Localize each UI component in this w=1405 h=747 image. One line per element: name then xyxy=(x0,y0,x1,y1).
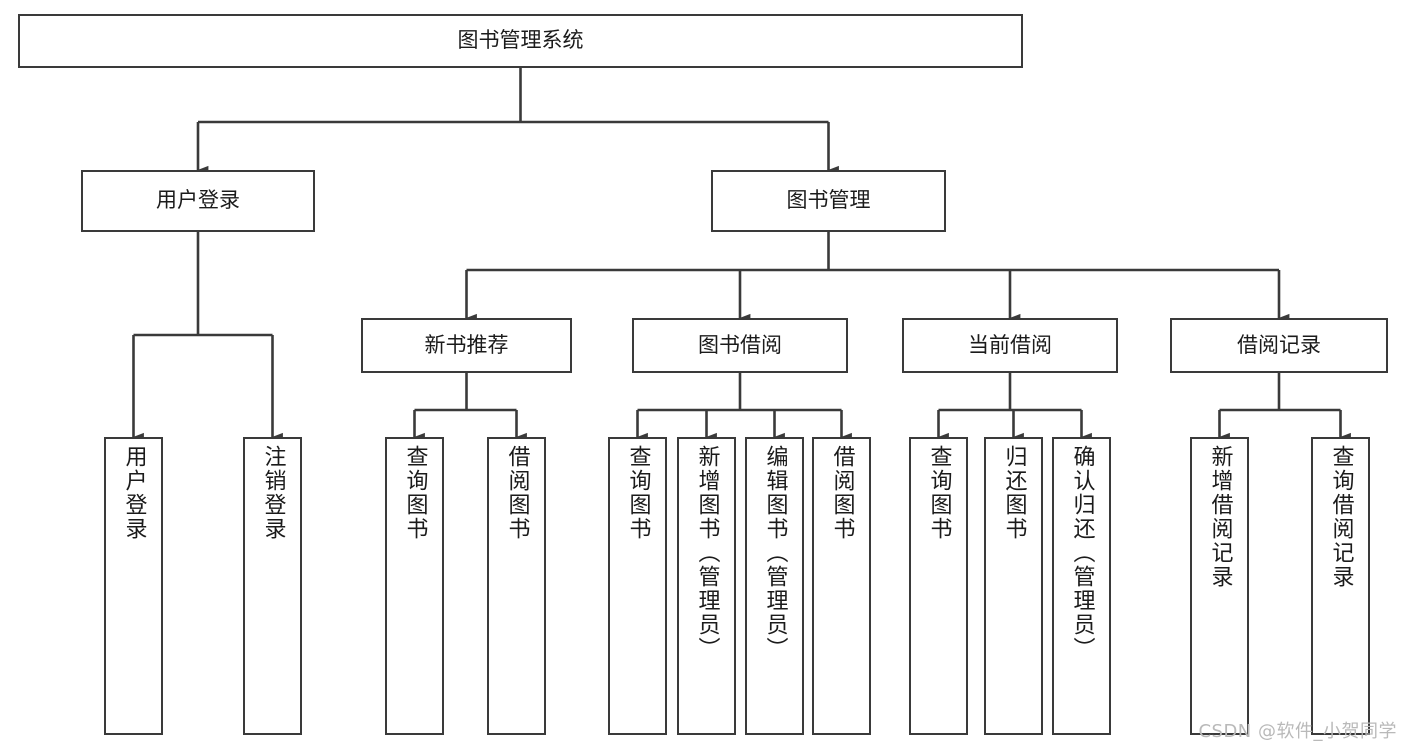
node-label: 新增借阅记录 xyxy=(1207,445,1233,589)
node-l12[interactable]: 新增借阅记录 xyxy=(1190,437,1249,735)
node-l3[interactable]: 查询图书 xyxy=(385,437,444,735)
node-label: 确认归还（管理员） xyxy=(1069,445,1095,661)
node-l13[interactable]: 查询借阅记录 xyxy=(1311,437,1370,735)
node-label: 查询借阅记录 xyxy=(1328,445,1354,589)
node-l10[interactable]: 归还图书 xyxy=(984,437,1043,735)
node-label: 注销登录 xyxy=(260,445,286,541)
node-label: 借阅图书 xyxy=(504,445,530,541)
node-label: 归还图书 xyxy=(1001,445,1027,541)
node-l4[interactable]: 借阅图书 xyxy=(487,437,546,735)
node-label: 借阅图书 xyxy=(829,445,855,541)
node-l5[interactable]: 查询图书 xyxy=(608,437,667,735)
node-l2[interactable]: 注销登录 xyxy=(243,437,302,735)
node-label: 新增图书（管理员） xyxy=(694,445,720,661)
node-l7[interactable]: 编辑图书（管理员） xyxy=(745,437,804,735)
node-label: 查询图书 xyxy=(926,445,952,541)
node-l11[interactable]: 确认归还（管理员） xyxy=(1052,437,1111,735)
node-login[interactable]: 用户登录 xyxy=(81,170,315,232)
node-root[interactable]: 图书管理系统 xyxy=(18,14,1023,68)
node-label: 用户登录 xyxy=(156,188,240,213)
node-label: 图书管理系统 xyxy=(457,28,584,53)
node-label: 当前借阅 xyxy=(968,332,1052,357)
node-label: 编辑图书（管理员） xyxy=(762,445,788,661)
node-l1[interactable]: 用户登录 xyxy=(104,437,163,735)
node-records[interactable]: 借阅记录 xyxy=(1170,318,1388,373)
node-label: 借阅记录 xyxy=(1237,332,1321,357)
node-label: 图书管理 xyxy=(786,188,871,213)
node-l9[interactable]: 查询图书 xyxy=(909,437,968,735)
node-label: 查询图书 xyxy=(402,445,428,541)
node-label: 查询图书 xyxy=(625,445,651,541)
node-label: 用户登录 xyxy=(121,445,147,541)
node-bookmgmt[interactable]: 图书管理 xyxy=(711,170,946,232)
node-current[interactable]: 当前借阅 xyxy=(902,318,1118,373)
node-borrow[interactable]: 图书借阅 xyxy=(632,318,848,373)
node-label: 新书推荐 xyxy=(424,332,509,357)
node-label: 图书借阅 xyxy=(698,332,782,357)
node-l6[interactable]: 新增图书（管理员） xyxy=(677,437,736,735)
node-newbook[interactable]: 新书推荐 xyxy=(361,318,572,373)
node-l8[interactable]: 借阅图书 xyxy=(812,437,871,735)
